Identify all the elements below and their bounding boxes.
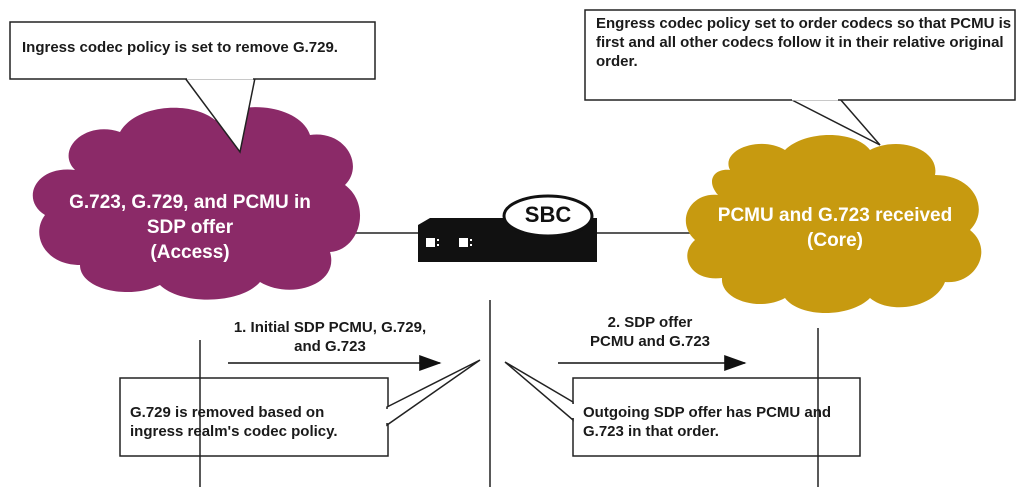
removed-note-text: G.729 is removed based on ingress realm'… [130, 404, 338, 440]
egress-policy-text: Engress codec policy set to order codecs… [596, 15, 1012, 70]
core-cloud [685, 135, 982, 313]
outgoing-note-text: Outgoing SDP offer has PCMU and G.723 in… [583, 404, 832, 440]
step2-label-line2: PCMU and G.723 [589, 333, 711, 350]
access-cloud-label: G.723, G.729, and PCMU in SDP offer (Acc… [35, 190, 345, 265]
outgoing-callout [504, 361, 861, 457]
sbc-badge [502, 194, 594, 238]
sbc-label: SBC [524, 202, 572, 227]
step2-label: 2. SDP offer PCMU and G.723 [555, 313, 745, 351]
step1-label-line1: 1. Initial SDP PCMU, G.729, [233, 319, 427, 336]
ingress-policy-text: Ingress codec policy is set to remove G.… [22, 39, 338, 56]
step1-label-line2: and G.723 [294, 338, 366, 355]
core-cloud-line2: (Core) [807, 230, 863, 251]
sbc-device [418, 194, 597, 262]
access-cloud-line3: (Access) [150, 242, 230, 263]
step1-label: 1. Initial SDP PCMU, G.729, and G.723 [195, 318, 465, 356]
step2-label-line1: 2. SDP offer [607, 314, 693, 331]
access-cloud [32, 107, 361, 300]
egress-callout [584, 9, 1016, 146]
access-cloud-line1: G.723, G.729, and PCMU in [69, 192, 311, 213]
access-cloud-line2: SDP offer [146, 217, 234, 238]
ingress-callout [9, 21, 376, 154]
removed-callout [119, 359, 481, 457]
core-cloud-line1: PCMU and G.723 received [717, 205, 953, 226]
core-cloud-label: PCMU and G.723 received (Core) [690, 203, 980, 253]
